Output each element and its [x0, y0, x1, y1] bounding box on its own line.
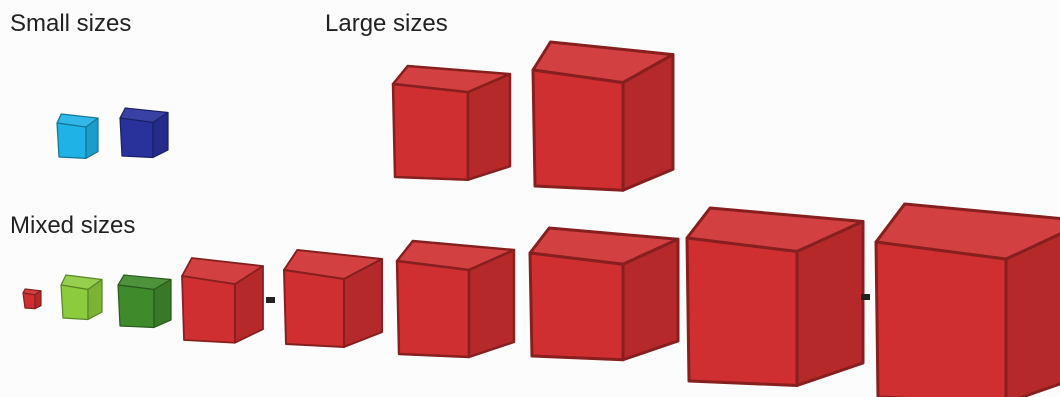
red-cube-mixed-5 [687, 208, 863, 386]
red-cube-mixed-5-side-face [797, 222, 863, 386]
red-cube-mixed-6 [876, 204, 1060, 397]
red-cube-large-1-front-face [393, 84, 468, 180]
red-cube-mixed-1 [182, 258, 263, 343]
red-cube-mixed-4-front-face [530, 253, 623, 360]
separator-dash-left [266, 297, 275, 303]
large-cube-group [393, 42, 673, 190]
light-green-cube [61, 275, 102, 320]
red-cube-large-1 [393, 66, 510, 180]
red-cube-tiny-front-face [23, 293, 35, 309]
mixed-cube-group [23, 204, 1060, 397]
red-cube-mixed-2 [284, 250, 382, 347]
red-cube-large-1-side-face [468, 74, 510, 180]
separator-dash-right [861, 294, 870, 300]
red-cube-mixed-4 [530, 228, 678, 360]
red-cube-large-2 [533, 42, 673, 190]
navy-cube [120, 108, 168, 158]
red-cube-mixed-3-front-face [397, 261, 469, 357]
navy-cube-front-face [120, 118, 153, 158]
red-cube-mixed-5-front-face [687, 238, 797, 386]
cyan-cube-front-face [57, 123, 86, 158]
red-cube-mixed-3-side-face [469, 250, 514, 357]
red-cube-large-2-front-face [533, 70, 623, 190]
red-cube-mixed-2-front-face [284, 270, 344, 347]
dark-green-cube-front-face [118, 285, 154, 328]
red-cube-mixed-6-front-face [876, 242, 1006, 397]
red-cube-mixed-3 [397, 241, 514, 357]
cyan-cube [57, 114, 98, 158]
light-green-cube-front-face [61, 285, 88, 320]
dark-green-cube [118, 275, 171, 328]
red-cube-tiny [23, 289, 41, 309]
red-cube-mixed-1-front-face [182, 276, 235, 343]
small-cube-group [57, 108, 168, 158]
